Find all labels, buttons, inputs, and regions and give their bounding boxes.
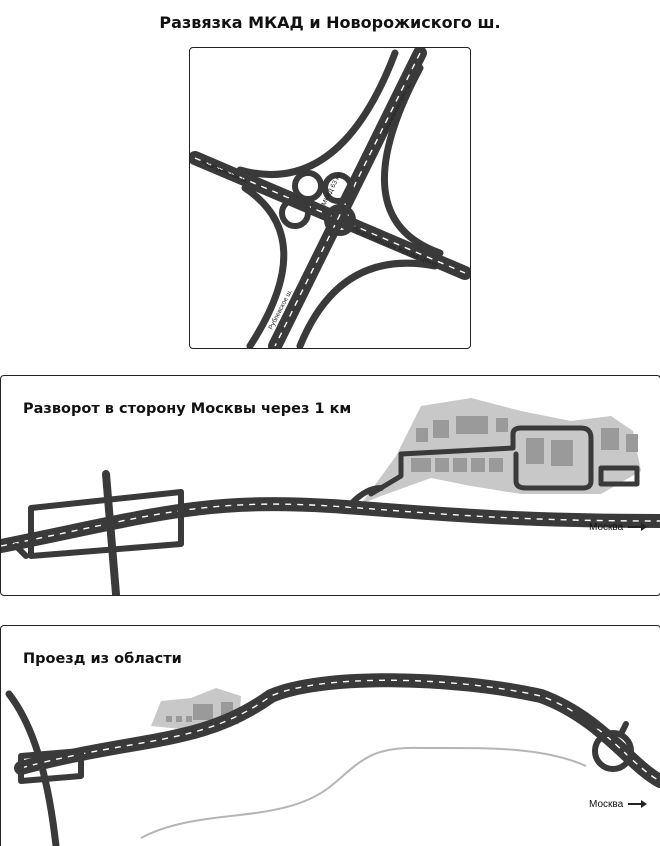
secondary-road bbox=[140, 746, 587, 839]
roundabout bbox=[592, 730, 634, 772]
map3-svg bbox=[5, 673, 660, 846]
map2-svg bbox=[1, 398, 660, 595]
arrow-right-icon bbox=[641, 523, 647, 531]
map1-svg: Новорижское ш. Волоколамское ш. МКАД 63 … bbox=[190, 48, 470, 348]
map3-region-panel: Проезд из области Москва bbox=[0, 625, 660, 846]
map2-destination: Москва bbox=[589, 522, 624, 533]
area-road-loop bbox=[398, 425, 594, 491]
map1-interchange-panel: Новорижское ш. Волоколамское ш. МКАД 63 … bbox=[189, 47, 471, 349]
connector-sw bbox=[241, 184, 288, 348]
interchange-loop bbox=[18, 748, 84, 784]
map3-title: Проезд из области bbox=[23, 651, 182, 667]
area-road-small bbox=[598, 465, 640, 487]
map2-uturn-panel: Разворот в сторону Москвы через 1 км Мос… bbox=[0, 375, 660, 596]
left-curve bbox=[5, 690, 60, 846]
arrow-right-icon bbox=[641, 800, 647, 808]
connector-ne bbox=[236, 49, 399, 178]
connector-s bbox=[296, 259, 439, 348]
map1-title: Развязка МКАД и Новорожиского ш. bbox=[159, 13, 501, 32]
main-highway bbox=[14, 673, 660, 788]
map3-destination: Москва bbox=[589, 799, 624, 810]
map2-title: Разворот в сторону Москвы через 1 км bbox=[23, 401, 352, 417]
ramp bbox=[348, 485, 384, 507]
connector-e bbox=[380, 64, 444, 257]
cross-road bbox=[102, 470, 120, 595]
interchange-loop bbox=[28, 489, 184, 559]
buildings bbox=[411, 416, 638, 472]
